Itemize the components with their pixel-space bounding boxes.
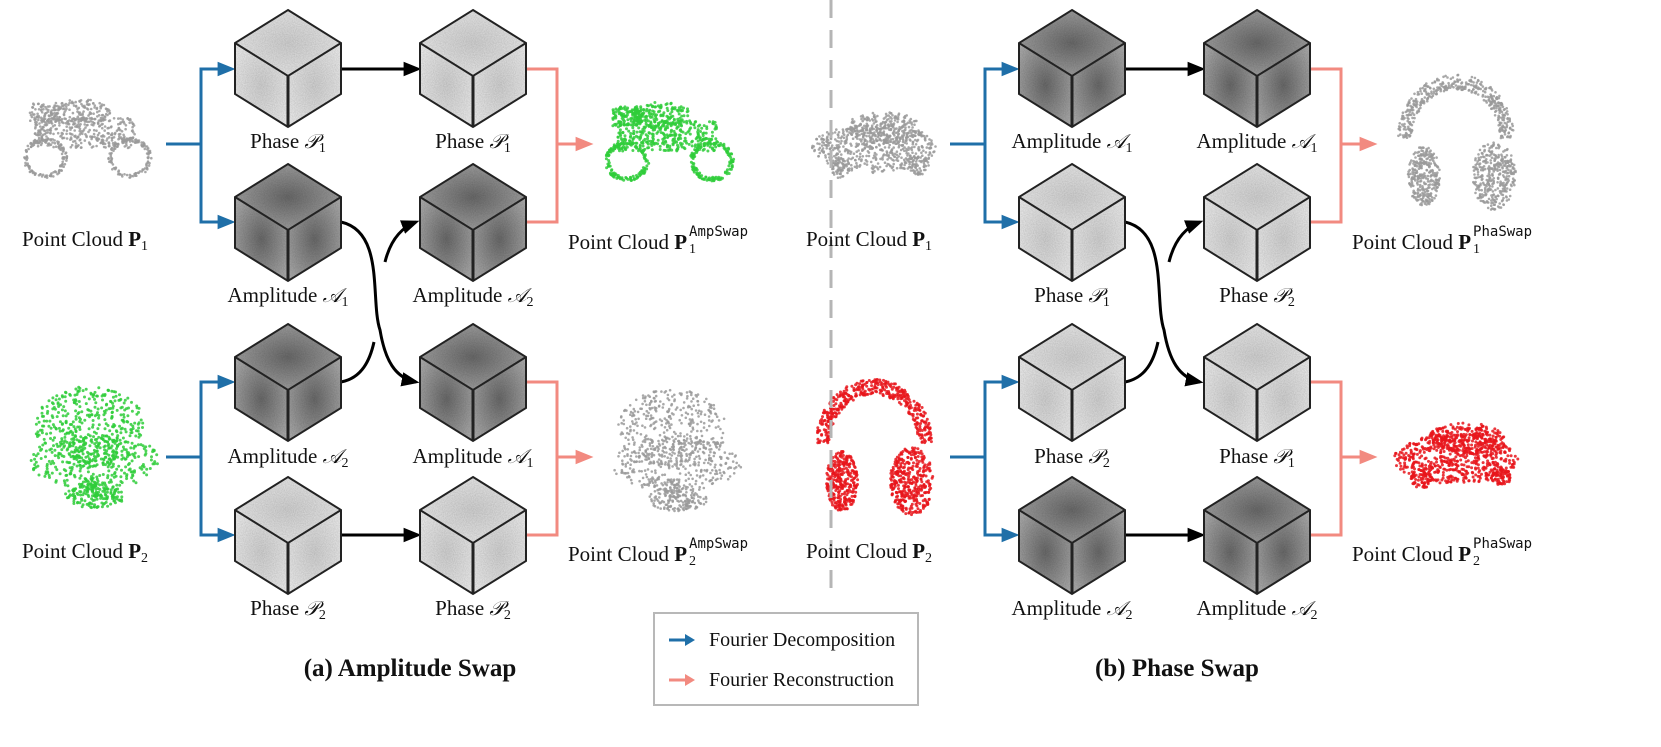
point-clouds-layer	[23, 73, 1520, 517]
right-cube-label-4: Amplitude 𝒜2	[1011, 596, 1133, 623]
right-swap-curve-up	[1167, 220, 1204, 263]
left-cube-label-4: Phase 𝒫2	[250, 596, 326, 623]
left-cube-8	[419, 475, 527, 596]
right-cube-2	[1018, 162, 1126, 283]
left-swap-curve-up	[383, 220, 420, 263]
legend-reconstruction-label: Fourier Reconstruction	[709, 668, 894, 691]
left-cube-1	[234, 8, 342, 129]
right-caption: (b) Phase Swap	[1095, 655, 1259, 682]
left-cube-label-5: Phase 𝒫1	[435, 129, 511, 156]
right-input-label-2: Point Cloud P2	[806, 539, 933, 566]
right-cube-5	[1203, 8, 1311, 129]
left-cube-5	[419, 8, 527, 129]
left-output-cloud-1	[604, 101, 736, 183]
right-cube-label-3: Phase 𝒫2	[1034, 444, 1110, 471]
right-p2-decomp-bottom	[983, 457, 1020, 543]
pink-arrow-icon	[669, 674, 695, 686]
legend-reconstruction: Fourier Reconstruction	[667, 668, 894, 692]
left-cube-label-6: Amplitude 𝒜2	[412, 283, 534, 310]
right-input-cloud-1	[811, 111, 937, 179]
right-cube-label-8: Amplitude 𝒜2	[1196, 596, 1318, 623]
left-cube-3	[234, 322, 342, 443]
left-p2-decomp-top	[166, 374, 236, 459]
left-output-cloud-2	[613, 388, 743, 513]
left-cube-7	[419, 322, 527, 443]
left-cube-label-8: Phase 𝒫2	[435, 596, 511, 623]
left-cube-label-3: Amplitude 𝒜2	[227, 444, 349, 471]
left-cube-6	[419, 162, 527, 283]
left-cube-label-1: Phase 𝒫1	[250, 129, 326, 156]
right-cube-label-6: Phase 𝒫2	[1219, 283, 1295, 310]
right-cube-label-2: Phase 𝒫1	[1034, 283, 1110, 310]
left-swap-curve-up-tail	[340, 341, 376, 384]
left-caption: (a) Amplitude Swap	[303, 655, 517, 682]
right-cube-label-1: Amplitude 𝒜1	[1011, 129, 1133, 156]
left-swap-curve-down	[340, 220, 420, 387]
right-p2-decomp-top	[950, 374, 1020, 459]
left-input-cloud-1	[23, 98, 153, 179]
right-p1-decomp-bottom	[983, 144, 1020, 230]
right-input-label-1: Point Cloud P1	[806, 227, 933, 254]
flow-arrows	[166, 61, 1378, 543]
right-swap-curve-down	[1124, 220, 1204, 387]
left-cube-2	[234, 162, 342, 283]
right-output-cloud-1	[1397, 73, 1517, 211]
legend-decomposition-label: Fourier Decomposition	[709, 628, 896, 651]
right-cube-label-7: Phase 𝒫1	[1219, 444, 1295, 471]
right-cube-6	[1203, 162, 1311, 283]
left-p2-decomp-bottom	[199, 457, 236, 543]
right-output-cloud-2	[1393, 421, 1520, 489]
right-recon-bottom-bracket	[1310, 380, 1343, 537]
blue-arrow-icon	[669, 634, 695, 646]
right-cube-7	[1203, 322, 1311, 443]
left-recon-top-bracket	[526, 67, 559, 224]
right-cube-4	[1018, 475, 1126, 596]
right-cube-8	[1203, 475, 1311, 596]
left-input-label-2: Point Cloud P2	[22, 539, 149, 566]
left-cube-label-7: Amplitude 𝒜1	[412, 444, 534, 471]
cubes-layer	[234, 8, 1311, 596]
right-input-cloud-2	[816, 378, 935, 517]
left-input-cloud-2	[29, 385, 159, 510]
legend: Fourier Decomposition Fourier Reconstruc…	[653, 612, 919, 706]
legend-decomposition: Fourier Decomposition	[667, 628, 895, 652]
left-input-label-1: Point Cloud P1	[22, 227, 149, 254]
left-p1-decomp-bottom	[199, 144, 236, 230]
left-p1-decomp-top	[166, 61, 236, 146]
right-cube-1	[1018, 8, 1126, 129]
right-cube-label-5: Amplitude 𝒜1	[1196, 129, 1318, 156]
left-cube-label-2: Amplitude 𝒜1	[227, 283, 349, 310]
right-p1-decomp-top	[950, 61, 1020, 146]
right-cube-3	[1018, 322, 1126, 443]
left-cube-4	[234, 475, 342, 596]
right-swap-curve-up-tail	[1124, 341, 1160, 384]
